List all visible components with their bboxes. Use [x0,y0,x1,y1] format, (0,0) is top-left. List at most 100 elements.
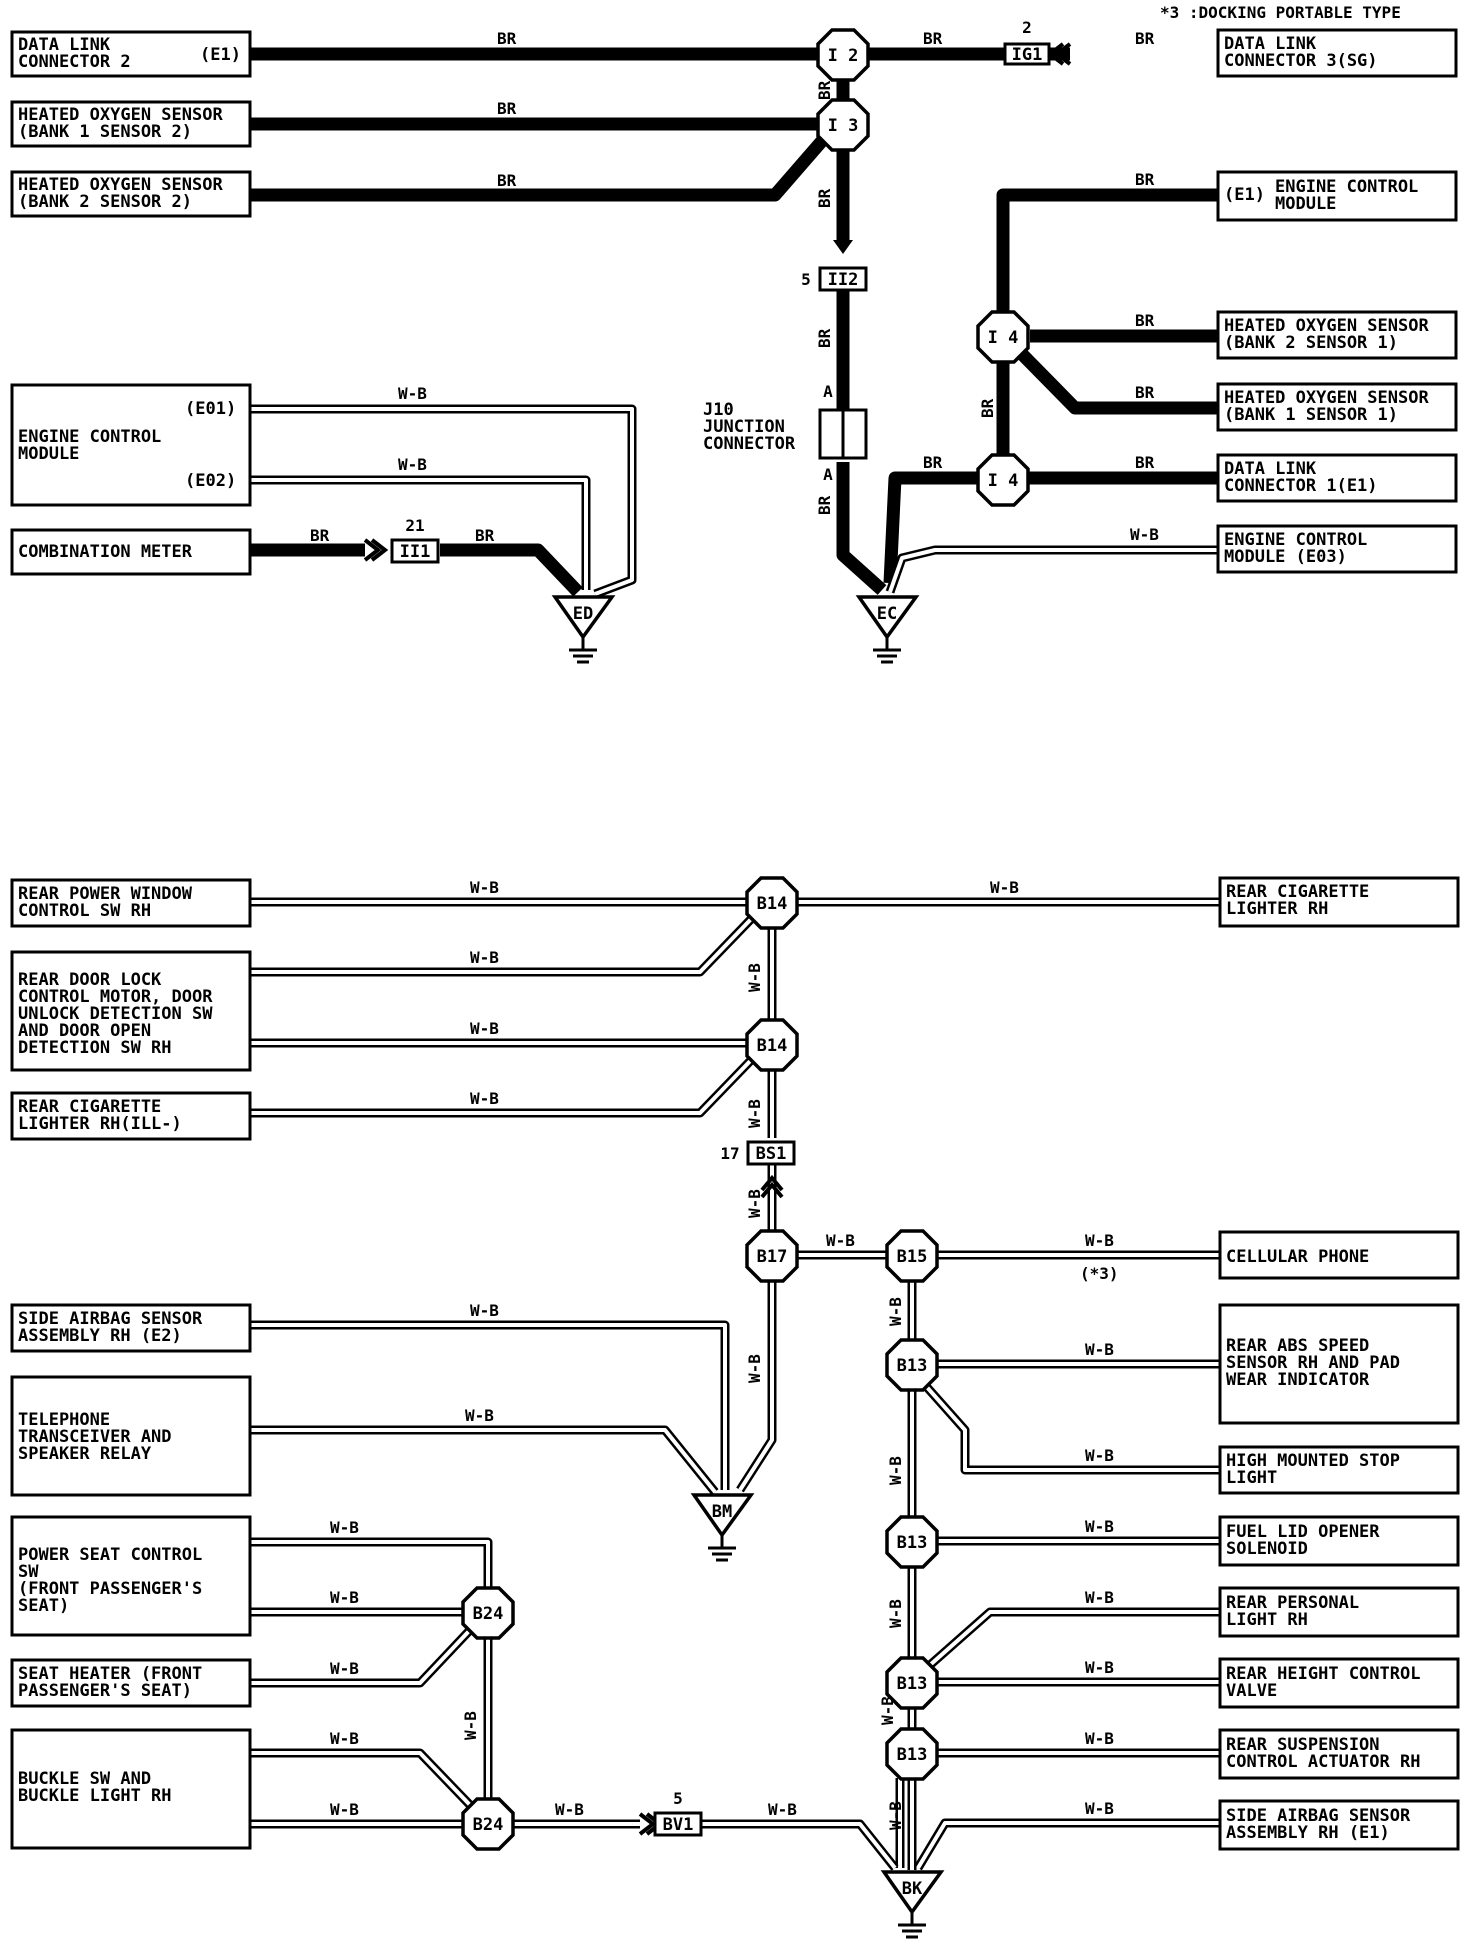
svg-text:BR: BR [815,328,834,348]
junction-b24-lower: B24 [461,1797,515,1851]
svg-text:CONTROL MOTOR, DOOR: CONTROL MOTOR, DOOR [18,987,213,1007]
pin-dlc2: (E1) [200,45,241,65]
svg-text:I 2: I 2 [828,46,859,66]
svg-text:SW: SW [18,1562,39,1582]
svg-text:LIGHTER RH(ILL-): LIGHTER RH(ILL-) [18,1114,182,1134]
box-combination-meter [10,528,252,576]
box-rear-susp [1218,1728,1460,1780]
top-wire-labels: BR BR BR BR BR BR BR BR BR BR BR BR W-B … [310,29,1159,545]
junction-b14-lower: B14 [745,1018,799,1072]
wire-ii1-ed [440,543,583,597]
svg-text:W-B: W-B [990,878,1019,897]
svg-text:W-B: W-B [886,1599,905,1628]
junction-b13-c: B13 [885,1656,939,1710]
svg-text:W-B: W-B [330,1518,359,1537]
svg-text:REAR CIGARETTE: REAR CIGARETTE [18,1097,161,1117]
box-rear-pw-sw [10,878,252,928]
pin-ecm-e1: (E1) [1224,185,1265,205]
svg-text:I 3: I 3 [828,116,859,136]
svg-text:SENSOR RH AND PAD: SENSOR RH AND PAD [1226,1353,1400,1373]
label-hos-b1s2-2: (BANK 1 SENSOR 2) [18,122,192,142]
br-wires [250,47,1218,597]
box-ecm-e1 [1216,170,1458,222]
label-dlc3-2: CONNECTOR 3(SG) [1224,51,1378,71]
svg-text:B14: B14 [757,1036,788,1056]
svg-text:BR: BR [815,80,834,100]
box-cellular-phone [1218,1230,1460,1280]
svg-text:W-B: W-B [470,948,499,967]
svg-text:W-B: W-B [465,1406,494,1425]
svg-text:W-B: W-B [878,1696,897,1725]
box-rear-personal [1218,1586,1460,1638]
label-connector: CONNECTOR [703,434,796,454]
label-ecm-left-2: MODULE [18,444,79,464]
svg-text:A: A [823,465,833,484]
svg-text:REAR PERSONAL: REAR PERSONAL [1226,1593,1359,1613]
junction-b17: B17 [745,1229,799,1283]
svg-text:WEAR INDICATOR: WEAR INDICATOR [1226,1370,1370,1390]
svg-text:IG1: IG1 [1012,45,1043,65]
pin-ecm-e01: (E01) [185,399,236,419]
svg-text:W-B: W-B [461,1711,480,1740]
svg-text:I 4: I 4 [988,471,1019,491]
svg-text:B14: B14 [757,894,788,914]
svg-text:W-B: W-B [1085,1729,1114,1748]
top-components: DATA LINK CONNECTOR 2 (E1) HEATED OXYGEN… [10,28,1458,576]
svg-text:W-B: W-B [768,1800,797,1819]
junction-i3: I 3 [816,98,870,152]
ground-ed: ED [551,595,616,664]
svg-text:FUEL LID OPENER: FUEL LID OPENER [1226,1522,1380,1542]
bottom-connectors: BS1 17 BV1 5 [653,1140,796,1837]
svg-text:BUCKLE SW AND: BUCKLE SW AND [18,1769,151,1789]
junction-b24-upper: B24 [461,1586,515,1640]
svg-text:BR: BR [1135,453,1155,472]
wire-ecm-i4 [996,188,1218,312]
svg-text:W-B: W-B [398,384,427,403]
svg-text:W-B: W-B [886,1456,905,1485]
svg-text:W-B: W-B [1085,1231,1114,1250]
svg-text:B24: B24 [473,1604,504,1624]
label-junction: JUNCTION [703,417,785,437]
box-dlc3 [1216,28,1458,78]
svg-text:W-B: W-B [330,1729,359,1748]
label-ecm-e03-2: MODULE (E03) [1224,547,1347,567]
svg-text:I 4: I 4 [988,328,1019,348]
svg-text:BS1: BS1 [756,1144,787,1164]
svg-text:II1: II1 [400,542,431,562]
svg-text:PASSENGER'S SEAT): PASSENGER'S SEAT) [18,1681,192,1701]
svg-text:W-B: W-B [886,1801,905,1830]
svg-text:BK: BK [902,1879,923,1899]
svg-text:BR: BR [923,453,943,472]
top-connectors: IG1 2 II2 5 II1 21 A A [390,18,1051,564]
box-ecm-left [10,383,252,507]
svg-text:B15: B15 [897,1247,928,1267]
svg-text:W-B: W-B [1085,1799,1114,1818]
svg-text:CONTROL SW RH: CONTROL SW RH [18,901,151,921]
svg-text:LIGHT: LIGHT [1226,1468,1277,1488]
svg-text:BR: BR [497,171,517,190]
label-ecm-e03-1: ENGINE CONTROL [1224,530,1367,550]
box-side-airbag-e2 [10,1303,252,1353]
bottom-grounds: BM BK [690,1493,945,1939]
label-hos-b2s1-1: HEATED OXYGEN SENSOR [1224,316,1429,336]
label-dlc2-2: CONNECTOR 2 [18,52,131,72]
svg-text:SEAT HEATER (FRONT: SEAT HEATER (FRONT [18,1664,202,1684]
svg-text:ASSEMBLY RH (E1): ASSEMBLY RH (E1) [1226,1823,1390,1843]
svg-text:SIDE AIRBAG SENSOR: SIDE AIRBAG SENSOR [1226,1806,1411,1826]
svg-text:BR: BR [1135,311,1155,330]
svg-text:W-B: W-B [745,1099,764,1128]
box-high-stop [1218,1445,1460,1495]
top-junctions: I 2 I 3 I 4 I 4 [816,28,1030,507]
svg-text:LIGHTER RH: LIGHTER RH [1226,899,1328,919]
svg-text:B13: B13 [897,1356,928,1376]
label-hos-b2s2-1: HEATED OXYGEN SENSOR [18,175,223,195]
box-side-airbag-e1 [1218,1799,1460,1851]
label-ecm-e1-2: MODULE [1275,194,1336,214]
wb-wires-bottom [250,897,1220,1871]
svg-text:W-B: W-B [826,1231,855,1250]
svg-text:TELEPHONE: TELEPHONE [18,1410,110,1430]
box-hos-b2s2 [10,170,252,218]
arrow-ii1 [363,538,389,562]
svg-text:ASSEMBLY RH (E2): ASSEMBLY RH (E2) [18,1326,182,1346]
bottom-junctions: B14 B14 B17 B15 B13 B13 B13 B13 [461,876,939,1851]
